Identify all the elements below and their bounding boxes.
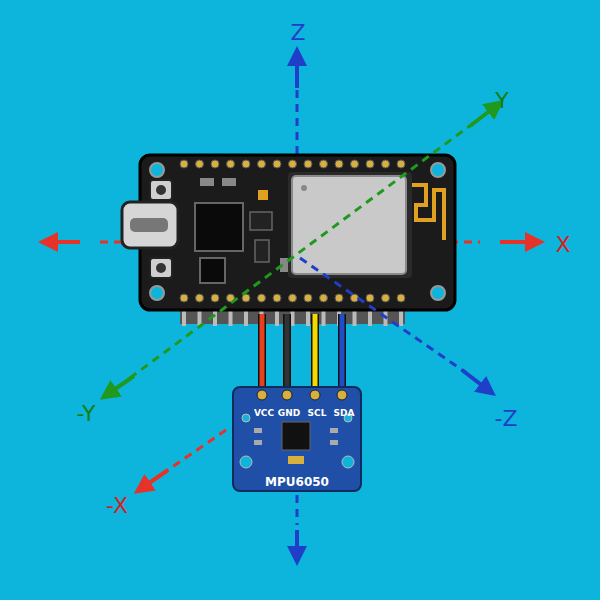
pin-label: GND xyxy=(278,408,300,418)
pin-label: VCC xyxy=(254,408,274,418)
negative-z-axis xyxy=(300,258,488,390)
axis-label: Y xyxy=(495,88,508,113)
module-name: MPU6050 xyxy=(265,475,329,489)
axis-label: -X xyxy=(106,493,128,518)
module-parts xyxy=(234,388,360,490)
wires xyxy=(262,314,342,392)
axis-label: -Y xyxy=(77,401,96,426)
negative-x-axis xyxy=(142,430,226,488)
pin-label: SCL xyxy=(308,408,327,418)
axis-label: Z xyxy=(290,20,305,45)
esp32-board xyxy=(122,155,455,326)
pin-label: SDA xyxy=(334,408,355,418)
sensor-module: VCC GND SCL SDA MPU6050 xyxy=(232,386,362,492)
y-axis xyxy=(108,106,496,394)
axis-label: -Z xyxy=(494,406,517,431)
axis-label: X xyxy=(555,232,570,257)
